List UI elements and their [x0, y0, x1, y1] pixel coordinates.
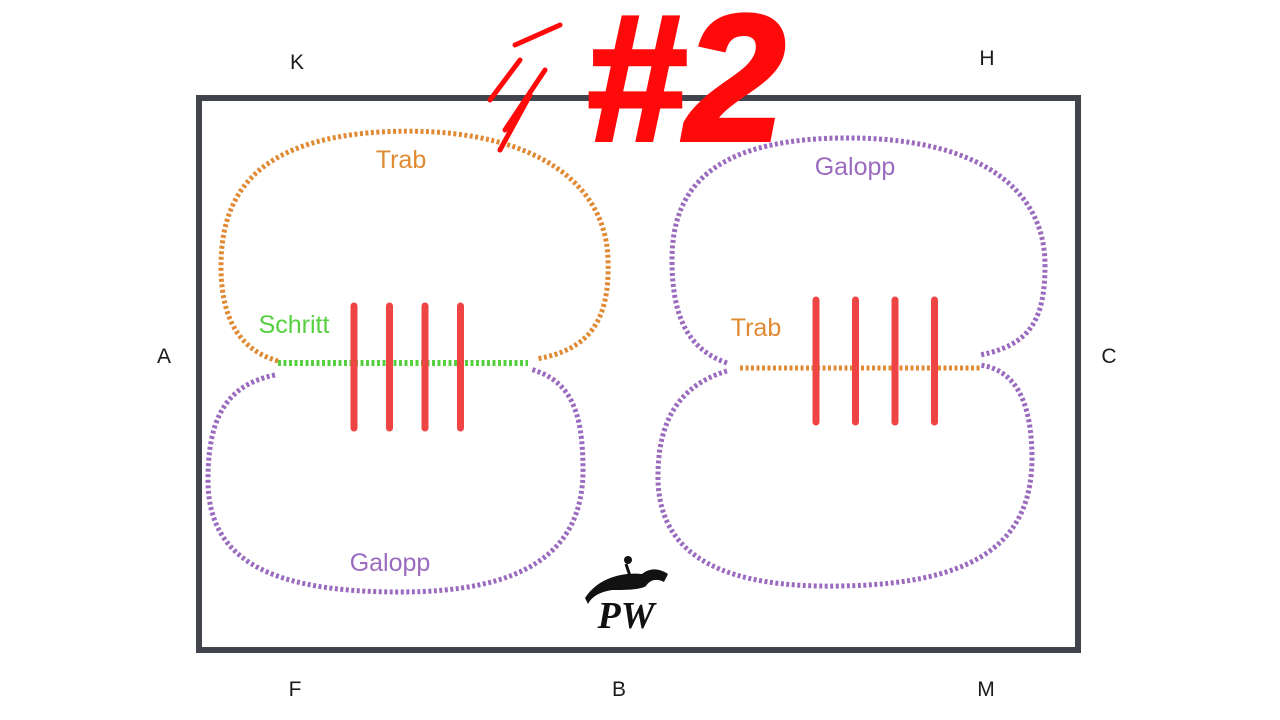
right-galopp-bottom-loop: [655, 362, 1035, 589]
title-heading: #2: [487, 0, 787, 181]
right-galopp-top-loop: [669, 135, 1048, 366]
pw-logo: PW: [585, 556, 668, 637]
left-poles-group: [350, 302, 464, 432]
arena-fence: [196, 95, 1081, 653]
title-brush-strokes: [487, 22, 563, 153]
arena-letter-h: H: [979, 47, 995, 70]
label-left-galopp: Galopp: [350, 549, 431, 577]
label-left-trab: Trab: [376, 146, 426, 174]
label-left-schritt: Schritt: [259, 311, 330, 339]
horse-rider-icon: [585, 569, 668, 604]
logo-text: PW: [597, 595, 658, 637]
left-trab-loop: [218, 128, 611, 364]
title-text: #2: [585, 0, 785, 179]
arena-letter-m: M: [977, 678, 995, 701]
arena-letter-c: C: [1101, 345, 1117, 368]
label-right-galopp: Galopp: [815, 153, 896, 181]
arena-letter-k: K: [289, 51, 305, 74]
right-poles-group: [812, 296, 938, 426]
rider-body-icon: [624, 563, 641, 582]
rider-head-icon: [624, 556, 632, 564]
label-right-trab: Trab: [731, 314, 781, 342]
arena-letter-f: F: [288, 678, 302, 701]
arena-letter-a: A: [156, 345, 172, 368]
arena-letter-b: B: [611, 678, 627, 701]
